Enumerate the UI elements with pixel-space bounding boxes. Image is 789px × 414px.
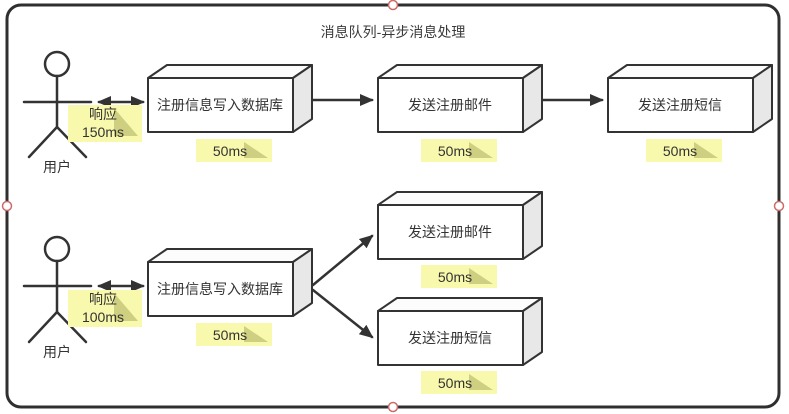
async-flow: 用户 响应 100ms 注册信息写入数据库 50ms [22,191,543,394]
note-text: 50ms [213,143,247,159]
selection-handle-left[interactable] [1,200,13,212]
actor-label: 用户 [43,344,71,360]
selection-handle-right[interactable] [773,200,785,212]
async-response-note[interactable]: 响应 100ms [68,290,142,327]
note-text: 50ms [438,269,472,285]
box-label: 发送注册短信 [408,330,492,346]
async-db-sms-arrow[interactable] [311,288,374,339]
box-label: 发送注册邮件 [408,97,492,113]
note-text: 50ms [213,327,247,343]
note-text: 50ms [663,143,697,159]
note-text: 50ms [438,143,472,159]
user-actor-figure[interactable]: 用户 [22,235,93,360]
actor-label: 用户 [43,159,71,175]
box-label: 发送注册邮件 [408,224,492,240]
async-box-sms[interactable]: 发送注册短信 [377,297,543,366]
selection-handle-top[interactable] [387,0,399,11]
box-label: 发送注册短信 [638,97,722,113]
async-note-email[interactable]: 50ms [421,265,497,288]
sync-flow: 用户 响应 150ms 注册信息写入数据库 50ms [22,50,773,175]
sync-note-email[interactable]: 50ms [421,139,497,162]
box-label: 注册信息写入数据库 [157,281,283,297]
async-note-sms[interactable]: 50ms [421,371,497,394]
note-line1: 响应 [89,291,117,307]
async-note-db[interactable]: 50ms [196,323,272,346]
sync-note-db[interactable]: 50ms [196,139,272,162]
box-label: 注册信息写入数据库 [157,97,283,113]
sync-response-note[interactable]: 响应 150ms [68,105,142,142]
async-box-write-db[interactable]: 注册信息写入数据库 [147,248,313,317]
sync-box-write-db[interactable]: 注册信息写入数据库 [147,64,313,133]
sync-box-sms[interactable]: 发送注册短信 [607,64,773,133]
diagram-title[interactable]: 消息队列-异步消息处理 [321,24,466,40]
note-line2: 100ms [82,309,124,325]
async-db-email-arrow[interactable] [311,234,374,287]
selection-handle-bottom[interactable] [387,401,399,413]
note-line2: 150ms [82,124,124,140]
note-text: 50ms [438,375,472,391]
async-box-email[interactable]: 发送注册邮件 [377,191,543,260]
sync-box-email[interactable]: 发送注册邮件 [377,64,543,133]
sync-note-sms[interactable]: 50ms [646,139,722,162]
note-line1: 响应 [89,106,117,122]
